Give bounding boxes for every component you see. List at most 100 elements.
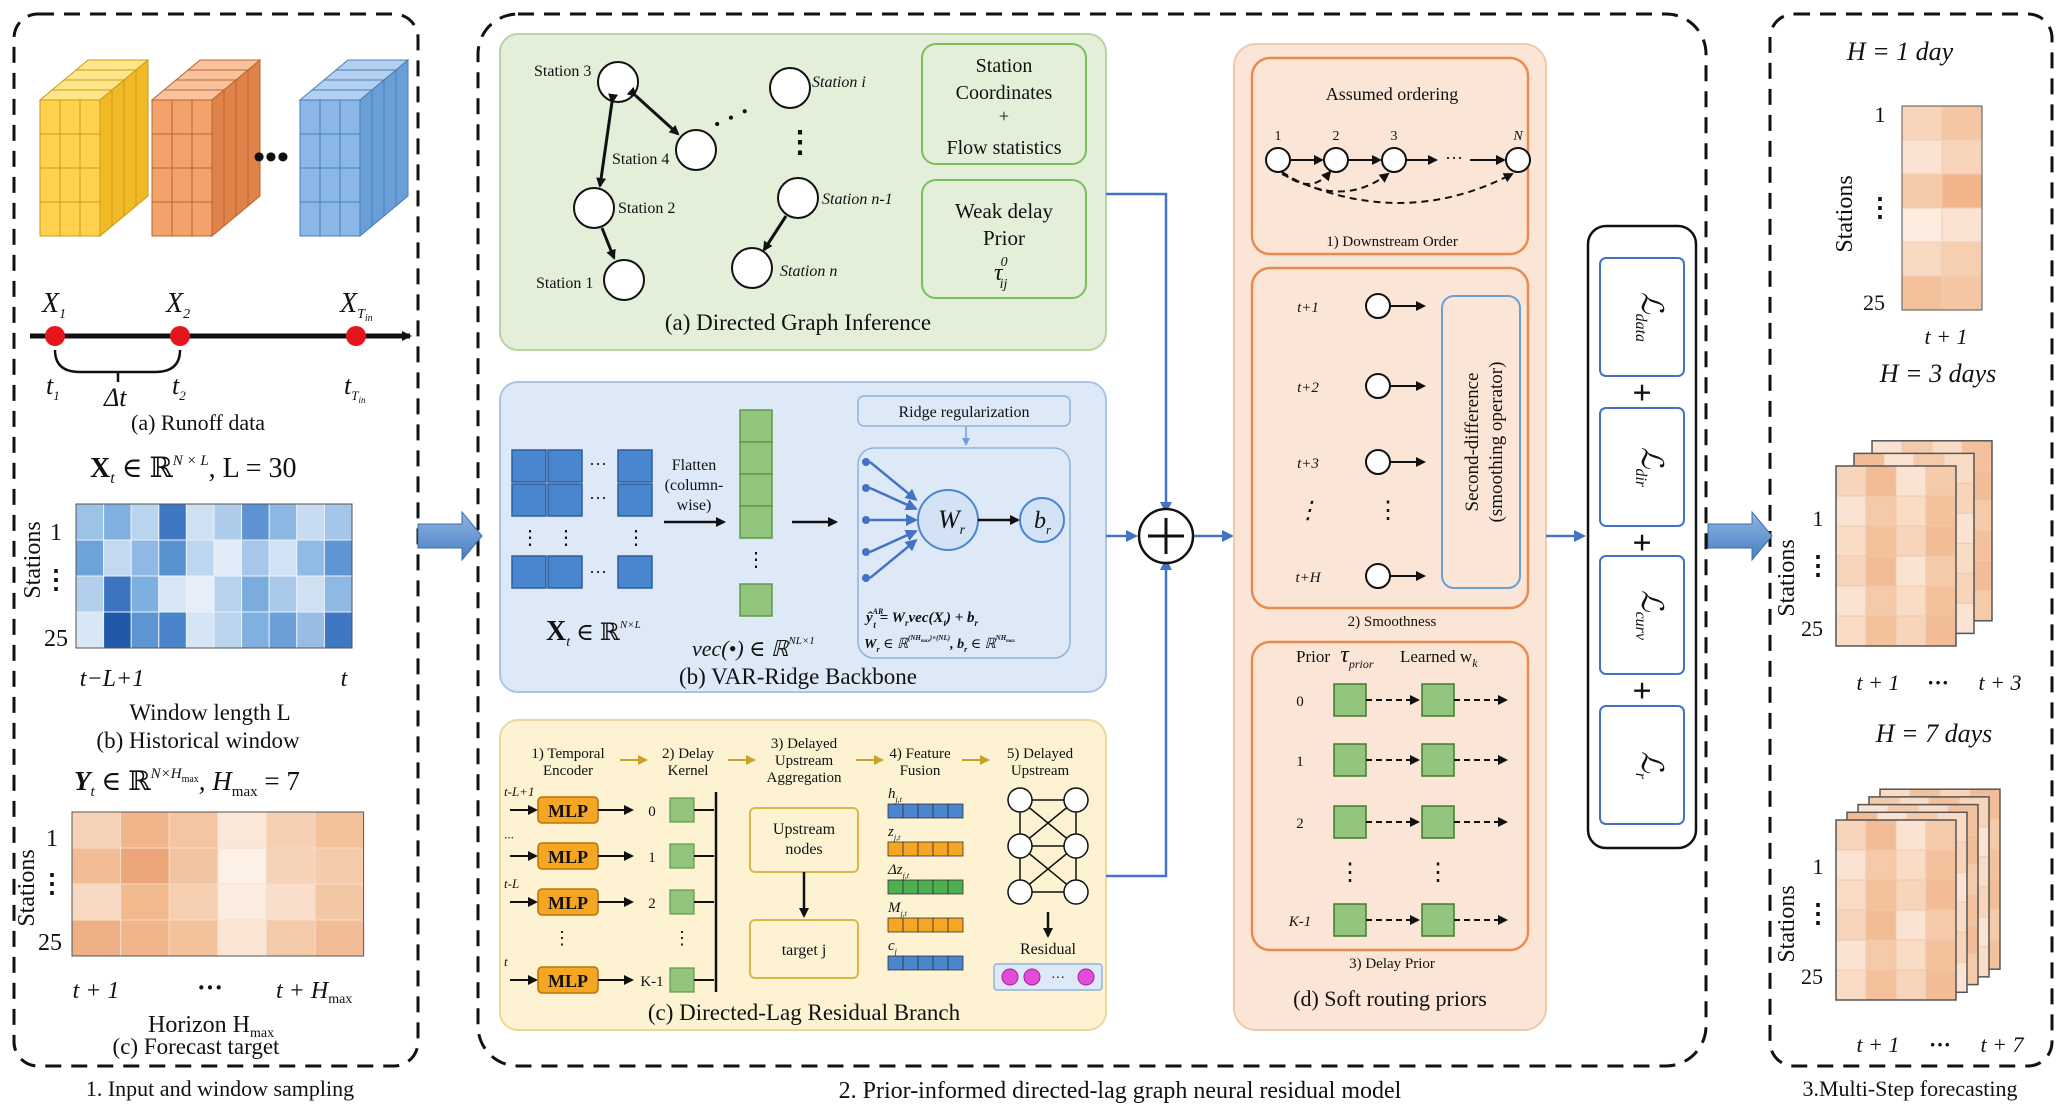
smooth-node [1365,293,1391,319]
feature-label: hj,t [888,786,903,804]
heatmap-cell [103,539,132,577]
stack-cell [1895,909,1927,941]
label-station-4: Station 4 [612,151,669,168]
learned-cell [1421,743,1455,777]
delay-index: K-1 [1288,914,1312,930]
smoothing-op: (smoothing operator) [1486,362,1507,523]
residual-node [1007,787,1033,813]
step3-l1: 3) Delayed [771,736,838,752]
heatmap-cell [120,811,170,849]
fc-formula-rest: ∈ ℝ [95,766,151,796]
x3-label: X [339,288,358,319]
var-input-matrix [511,449,653,589]
mlp-label: MLP [548,971,588,991]
feature-cell [902,955,919,971]
stack-layer-border [1835,465,1957,647]
svg-text:Wr: Wr [938,505,966,538]
edge-2-1 [600,227,616,260]
stack-cell [1895,615,1927,647]
delay-vdots-2: ⋮ [1338,860,1362,886]
fc-caption: (c) Forecast target [113,1034,280,1059]
x1-sub: 1 [59,307,66,322]
heatmap-cell [213,611,243,649]
feature-cell [932,803,949,819]
label-station-2: Station 2 [618,200,675,217]
eq1-y: ŷ [864,610,873,626]
residual-dot-3 [1077,968,1095,986]
h7-tick-1: 1 [1813,854,1824,879]
t2-label: t [172,371,180,400]
heatmap-cell [130,539,160,577]
svg-text:Prior τprior: Prior τprior [1296,642,1374,671]
fc-xlabel: Horizon H [148,1012,250,1038]
heatmap-cell [213,539,243,577]
graph-caption: (a) Directed Graph Inference [665,310,931,335]
cube-cell [79,99,101,135]
cube-cell [39,201,61,237]
feature-cell [887,917,904,933]
flatten-1: Flatten [672,457,716,474]
timepoint-2 [170,326,190,346]
fc-x-mid: ··· [197,973,223,1002]
step4-l2: Fusion [900,763,941,779]
cube-cell [319,201,341,237]
net-input-dot [862,574,870,582]
matrix-cell [547,483,583,517]
cube-side-face [135,58,149,208]
svg-text:X1: X1 [41,288,66,322]
resid-caption: (c) Directed-Lag Residual Branch [648,1000,961,1025]
stack-cell [1865,525,1897,557]
cube-cell [319,133,341,169]
fc-formula-sup: N×H [150,766,183,782]
heatmap-cell [217,919,267,957]
stack-cell [1835,909,1867,941]
matrix-cell [511,483,547,517]
stack-cell [1865,879,1897,911]
smooth-time-label: ⋮ [1296,498,1320,524]
cube-side-face [211,88,225,238]
cube-cell [151,133,173,169]
label-station-n-1: Station n-1 [822,191,893,208]
order-node-label: 1 [1275,129,1282,144]
prior-cell [1333,743,1367,777]
heatmap-cell [296,611,325,649]
net-input-line [869,529,918,554]
runoff-cube-1 [38,58,150,238]
cube-side-face [99,88,113,238]
loss-plus: + [1632,525,1651,562]
loss-term: ℒcurv [1632,590,1668,641]
delay-prior-box [1250,640,1530,952]
cube-cell [59,99,81,135]
cube-cell [39,133,61,169]
hist-ylabel: Stations [20,521,46,598]
label-station-1: Station 1 [536,275,593,292]
section3-label: 3.Multi-Step forecasting [1802,1076,2017,1101]
h3-label: H = 3 days [1879,359,1996,388]
x2-label: X [165,288,184,319]
stack-cell [1925,465,1957,497]
eq1-tail-sub: t [943,618,946,628]
heatmap-cell [268,611,298,649]
heatmap-cell [268,575,298,613]
conn-graph-to-sum [1106,192,1172,514]
net-input-dot [862,458,870,466]
learned-cell [1421,805,1455,839]
heatmap-cell [314,847,365,885]
second-diff-box [1441,295,1521,589]
matrix-cell [511,449,547,483]
svg-text:t1: t1 [46,371,60,403]
cube-cell [299,201,321,237]
heatmap-cell [103,503,132,541]
heatmap-cell [265,883,316,921]
residual-node [1063,787,1089,813]
eq2-w: W [864,637,878,652]
h3-tick-1: 1 [1813,506,1824,531]
t3-sub: T [351,388,359,403]
runoff-cube-3 [298,58,410,238]
feature-cell [932,841,949,857]
stack-cell [1865,615,1897,647]
svg-text:Horizon Hmax: Horizon Hmax [148,1012,274,1041]
stack-cell [1835,819,1867,851]
feature-label: cj [888,938,898,956]
graph-inference-panel: Station 3 Station 4 Station 2 Station 1 … [499,33,1107,351]
